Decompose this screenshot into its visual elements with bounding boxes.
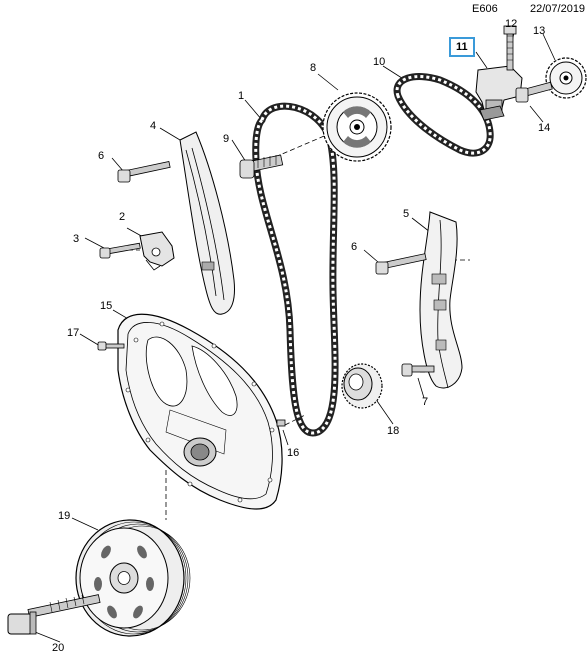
callout-14: 14 [538, 122, 551, 134]
oil-pump-sprocket [545, 57, 587, 99]
callout-3: 3 [73, 233, 80, 245]
callout-1: 1 [238, 90, 245, 102]
chain-guide-right [419, 211, 463, 389]
diagram-date: 22/07/2019 [530, 3, 586, 15]
callout-6-lower: 6 [351, 241, 358, 253]
chain-tensioner-upper [475, 65, 523, 121]
callout-4: 4 [150, 120, 157, 132]
callout-10: 10 [373, 56, 386, 68]
tensioner-bracket [139, 231, 175, 271]
callout-6-upper: 6 [98, 150, 105, 162]
callout-16: 16 [287, 447, 300, 459]
diagram-code: E606 [472, 3, 498, 15]
callout-19: 19 [58, 510, 71, 522]
timing-chain-secondary [393, 73, 494, 157]
sprocket-bolt [515, 81, 553, 103]
guide-bolt-right [375, 253, 427, 275]
dowel-pin [276, 419, 286, 427]
pulley-bolt [7, 594, 101, 635]
callout-13: 13 [533, 25, 546, 37]
leader-lines [29, 27, 556, 643]
camshaft-sprocket [322, 92, 392, 162]
crankshaft-pulley [75, 519, 191, 637]
callout-9: 9 [223, 133, 230, 145]
bracket-bolt [99, 242, 141, 259]
guide-bolt-lower [401, 363, 435, 377]
timing-chain-main [252, 102, 339, 437]
crankshaft-sprocket [341, 363, 383, 409]
guide-bolt-left [117, 161, 171, 183]
timing-cover [117, 313, 283, 510]
callout-11-highlighted: 11 [449, 37, 475, 57]
callout-15: 15 [100, 300, 113, 312]
cover-bolt [97, 341, 125, 351]
callout-12: 12 [505, 18, 518, 30]
camshaft-bolt [239, 154, 284, 179]
callout-17: 17 [67, 327, 80, 339]
callout-7: 7 [422, 396, 429, 408]
chain-guide-left [179, 131, 235, 315]
tensioner-bolt [503, 25, 517, 71]
callout-8: 8 [310, 62, 317, 74]
callout-2: 2 [119, 211, 126, 223]
callout-20: 20 [52, 642, 65, 654]
callout-5: 5 [403, 208, 410, 220]
callout-18: 18 [387, 425, 400, 437]
